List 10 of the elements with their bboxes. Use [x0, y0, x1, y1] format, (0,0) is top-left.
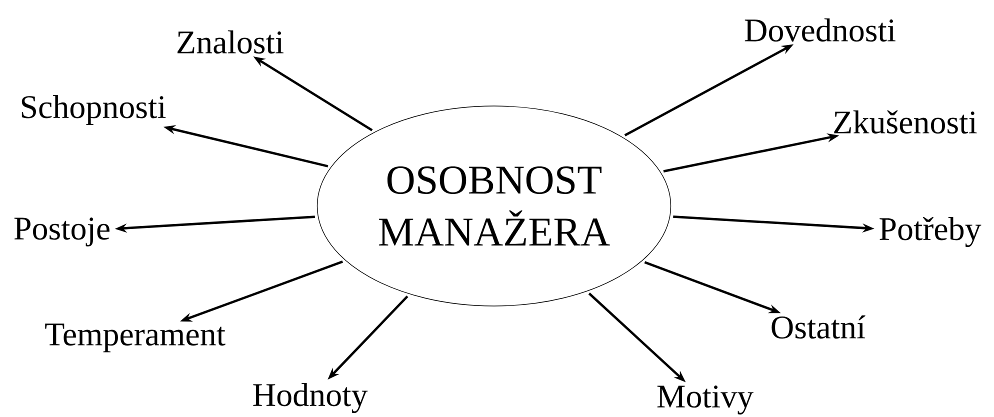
- category-label: Znalosti: [178, 30, 284, 54]
- category-label: Schopnosti: [22, 95, 166, 125]
- category-label: Motivy: [657, 386, 754, 414]
- category-label: Hodnoty: [253, 382, 368, 413]
- category-label: Temperament: [45, 324, 226, 352]
- category-label: Dovednosti: [744, 18, 896, 42]
- category-label: Potřeby: [880, 216, 982, 248]
- category-label: Zkušenosti: [834, 110, 977, 134]
- category-label: Ostatní: [772, 315, 866, 339]
- category-label: Postoje: [14, 218, 110, 246]
